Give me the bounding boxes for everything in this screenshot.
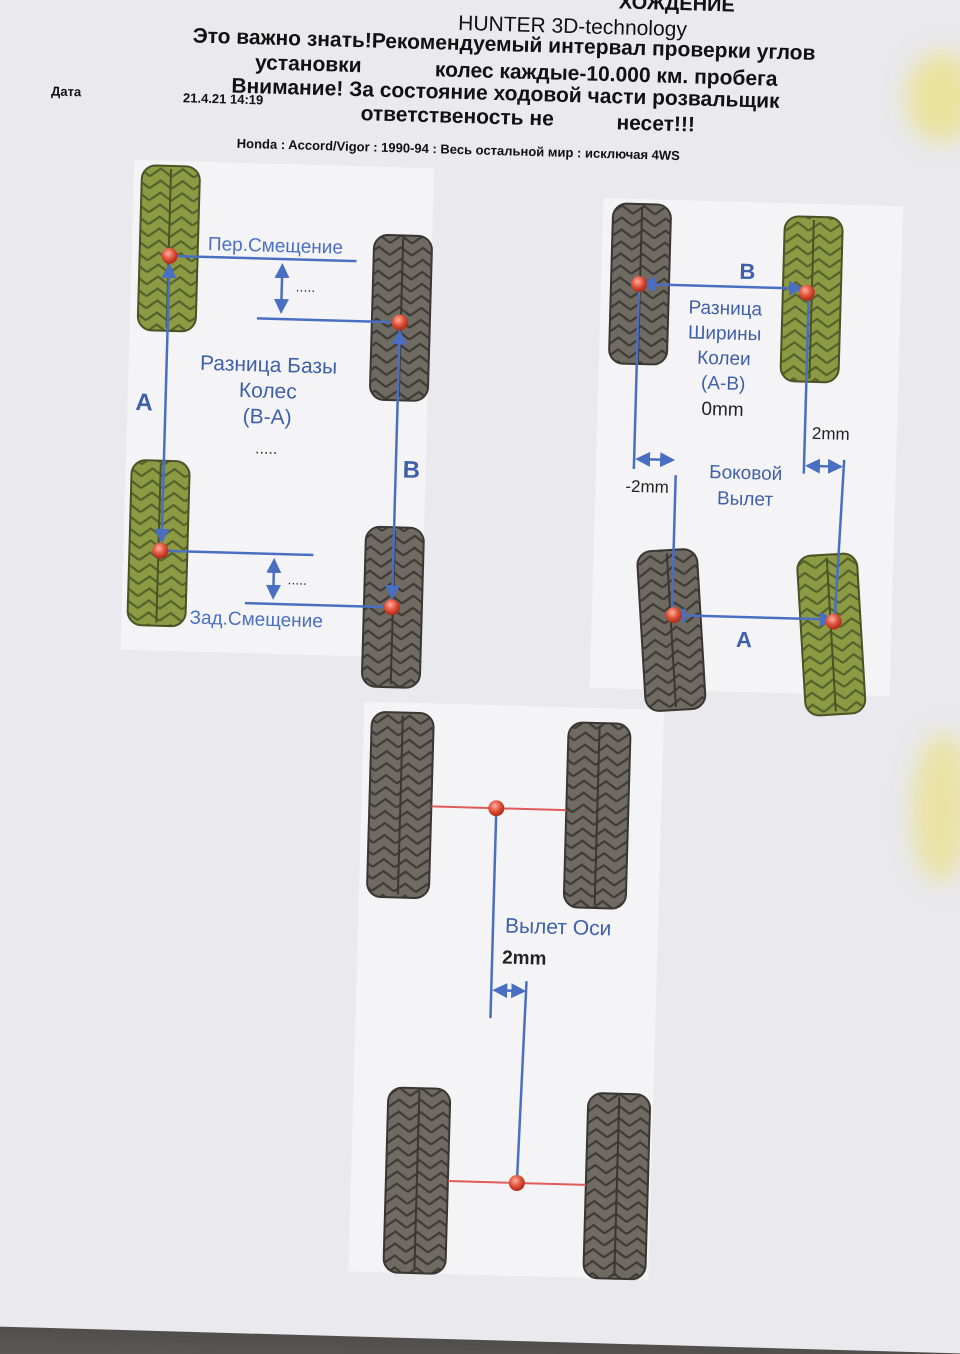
rear-left-dot xyxy=(152,542,169,559)
track-title-3: Колеи xyxy=(697,348,751,370)
track-title-2: Ширины xyxy=(688,322,762,345)
label-b-right: B xyxy=(402,456,420,483)
axle-front-dot xyxy=(488,800,505,817)
front-offset-label: Пер.Смещение xyxy=(208,234,344,259)
wheelbase-title-3: (B-A) xyxy=(242,405,292,429)
wheelbase-title-1: Разница Базы xyxy=(200,352,338,379)
tire-track-rear-left xyxy=(636,548,707,712)
track-title-4: (A-B) xyxy=(701,373,746,395)
track-left-value: -2mm xyxy=(625,477,669,497)
track-right-value: 2mm xyxy=(812,424,850,444)
wheelbase-value: ..... xyxy=(255,440,278,458)
track-rear-left-dot xyxy=(665,607,682,624)
front-right-dot xyxy=(391,314,408,331)
front-offset-value: ..... xyxy=(296,278,316,295)
track-label-a: A xyxy=(736,627,753,652)
track-rear-right-dot xyxy=(825,613,842,630)
axle-label: Вылет Оси xyxy=(505,915,612,941)
wheelbase-title-2: Колес xyxy=(239,379,298,404)
tire-axle-front-right xyxy=(562,721,632,910)
rear-right-dot xyxy=(383,599,400,616)
tire-track-front-right xyxy=(779,215,844,384)
track-width-value: 0mm xyxy=(701,399,744,421)
track-side-label-2: Вылет xyxy=(717,488,774,511)
axle-rear-dot xyxy=(508,1174,525,1191)
track-lines xyxy=(632,276,846,627)
track-front-right-dot xyxy=(798,284,815,301)
tire-axle-rear-left xyxy=(382,1086,452,1275)
axle-value: 2mm xyxy=(502,947,547,969)
track-front-left-dot xyxy=(631,276,648,293)
rear-offset-label: Зад.Смещение xyxy=(189,608,323,633)
track-title-1: Разница xyxy=(688,297,763,320)
tire-track-rear-right xyxy=(796,552,867,717)
track-side-label-1: Боковой xyxy=(709,462,783,485)
label-a-left: A xyxy=(135,389,153,416)
track-label-b: B xyxy=(739,259,756,284)
wheelbase-lines xyxy=(154,254,407,609)
tire-axle-front-left xyxy=(366,711,435,899)
front-left-dot xyxy=(161,247,178,264)
rear-offset-value: ..... xyxy=(287,571,307,588)
tire-axle-rear-right xyxy=(582,1092,651,1281)
